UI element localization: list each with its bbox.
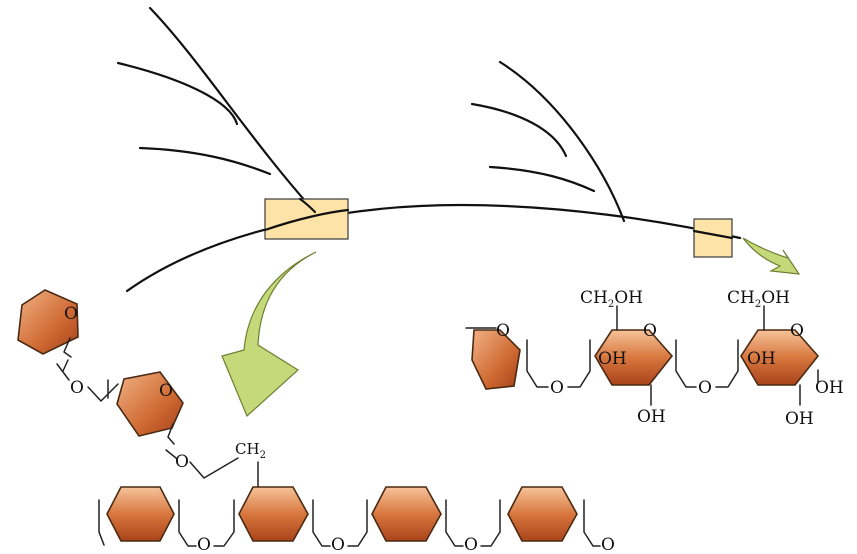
glycosidic-oxygen-label: O — [601, 535, 615, 554]
linear-chain-ring-2 — [238, 486, 309, 542]
main-chain-through-box — [263, 208, 350, 232]
glycosidic-oxygen-label: O — [698, 378, 712, 398]
left-branch-2 — [138, 146, 272, 176]
bond-r3 — [445, 499, 464, 547]
glycosidic-bond-2b — [165, 449, 177, 459]
partial-ring-right-chain — [471, 329, 521, 390]
linear-chain-ring-4 — [507, 486, 578, 542]
branch-into-box — [298, 197, 317, 214]
ring-oxygen-label: O — [643, 321, 657, 341]
ring-oxygen-label: O — [790, 321, 804, 341]
ring-oxygen-label: O — [64, 304, 78, 324]
hydroxyl-label: OH — [747, 349, 776, 369]
glycosidic-bond-1d — [87, 383, 119, 402]
glycosidic-bond-1c — [56, 363, 70, 381]
glucose-chain-detail: O O O CH2OH OH OH O O CH2OH OH OH OH — [465, 288, 844, 429]
bond-r2b — [347, 499, 368, 547]
ring-oxygen-label: O — [159, 381, 173, 401]
bond-r4 — [583, 499, 601, 547]
glycosidic-oxygen-label: O — [70, 378, 84, 398]
bond-r1b — [213, 499, 235, 547]
bond-a2 — [567, 339, 591, 388]
bond-r3b — [480, 499, 501, 547]
partial-ring-top-left — [17, 289, 79, 355]
glycosidic-bond-1b — [62, 359, 69, 372]
hydroxyl-label: OH — [637, 407, 666, 427]
zoom-arrow-small — [742, 237, 801, 275]
linear-chain-ring-1 — [106, 486, 175, 542]
main-chain-through-small-box — [692, 229, 734, 240]
left-branch-trunk — [148, 6, 317, 214]
zoom-arrow-large — [221, 251, 317, 418]
right-branch-1 — [470, 102, 568, 158]
ch2oh-label-1: CH2OH — [580, 288, 643, 310]
glucose-ring-2 — [740, 329, 820, 386]
glycosidic-oxygen-label: O — [175, 452, 189, 472]
bond-b1 — [675, 339, 697, 388]
bond-b2 — [715, 339, 739, 388]
glycosidic-bond-2c — [189, 457, 239, 479]
hydroxyl-label: OH — [785, 409, 814, 429]
linear-chain-detail: O O O O — [98, 486, 615, 554]
glycosidic-bond-2a — [167, 423, 175, 445]
branched-chain-outline — [116, 6, 742, 293]
glycosidic-bond-1a — [63, 337, 72, 358]
bond-a1 — [526, 339, 549, 388]
hydroxyl-label: OH — [815, 378, 844, 398]
glycosidic-oxygen-label: O — [550, 378, 564, 398]
bond-r1 — [178, 499, 197, 547]
hydroxyl-label: OH — [598, 349, 627, 369]
bond-left-end — [98, 499, 105, 546]
main-chain-curve — [125, 203, 742, 293]
left-branch-1 — [116, 61, 239, 126]
chain-segment-highlight-box — [693, 218, 733, 258]
glycosidic-oxygen-label: O — [464, 535, 478, 554]
right-branch-2 — [488, 165, 596, 193]
linear-chain-ring-3 — [371, 486, 442, 542]
glycosidic-oxygen-label: O — [197, 535, 211, 554]
ch2oh-label-2: CH2OH — [727, 288, 790, 310]
glycosidic-oxygen-label: O — [331, 535, 345, 554]
right-branch-trunk — [498, 60, 626, 223]
ch2-label: CH2 — [235, 440, 266, 461]
bond-r2 — [312, 499, 331, 547]
branched-structure-detail: O O O O CH2 — [17, 289, 266, 503]
ring-oxygen-label: O — [496, 321, 510, 341]
branch-point-highlight-box — [264, 198, 349, 240]
branched-ring-middle — [116, 371, 184, 437]
glucose-ring-1 — [594, 329, 674, 386]
